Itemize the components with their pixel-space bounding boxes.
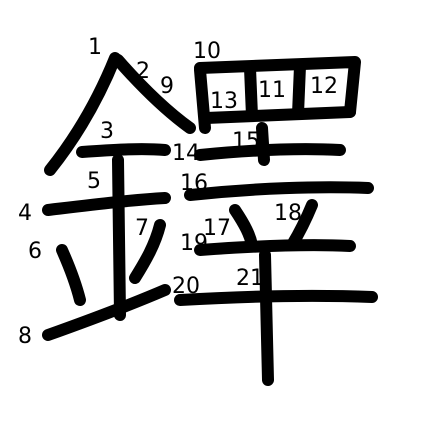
stroke-number-16: 16 [180, 171, 208, 196]
stroke-number-5: 5 [87, 169, 101, 194]
character-strokes [42, 52, 378, 386]
stroke-14 [194, 143, 346, 161]
stroke-11 [244, 62, 258, 122]
stroke-5 [112, 154, 126, 321]
stroke-number-21: 21 [236, 266, 264, 291]
stroke-number-2: 2 [136, 59, 150, 84]
stroke-number-15: 15 [232, 129, 260, 154]
stroke-3 [76, 143, 171, 158]
stroke-number-17: 17 [203, 216, 231, 241]
stroke-number-7: 7 [135, 216, 149, 241]
stroke-number-1: 1 [88, 35, 102, 60]
stroke-number-13: 13 [210, 89, 238, 114]
stroke-6 [56, 244, 86, 306]
stroke-number-4: 4 [18, 201, 32, 226]
stroke-15 [256, 122, 270, 166]
stroke-number-3: 3 [100, 119, 114, 144]
stroke-20 [174, 290, 378, 306]
stroke-number-9: 9 [160, 74, 174, 99]
stroke-8 [42, 284, 171, 341]
stroke-16 [184, 181, 374, 201]
stroke-number-6: 6 [28, 239, 42, 264]
stroke-number-11: 11 [258, 78, 286, 103]
stroke-19 [194, 239, 356, 256]
stroke-numbers: 1 2 3 4 5 6 7 8 9 10 11 12 13 14 15 16 1… [18, 35, 338, 349]
stroke-number-19: 19 [180, 231, 208, 256]
stroke-4 [42, 192, 171, 216]
stroke-number-20: 20 [172, 274, 200, 299]
stroke-2 [112, 54, 196, 134]
stroke-number-10: 10 [193, 39, 221, 64]
stroke-1 [44, 52, 121, 176]
stroke-7 [129, 219, 166, 284]
stroke-number-8: 8 [18, 324, 32, 349]
stroke-number-12: 12 [310, 74, 338, 99]
stroke-number-18: 18 [274, 201, 302, 226]
stroke-12 [292, 60, 306, 120]
stroke-21 [259, 249, 274, 386]
stroke-13 [200, 106, 356, 124]
stroke-number-14: 14 [172, 141, 200, 166]
